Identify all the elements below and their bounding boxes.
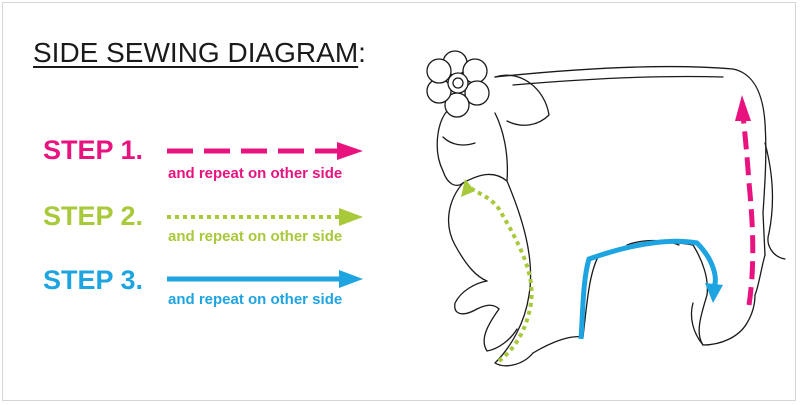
cow-tail-outline	[764, 142, 786, 260]
cow-front-leg-back	[494, 180, 534, 367]
cow-back-highlight	[512, 75, 724, 86]
diagram-title: SIDE SEWING DIAGRAM:	[33, 37, 366, 69]
step-1-label: STEP 1.	[43, 135, 144, 165]
step-2-seam-arrowhead	[461, 179, 475, 197]
diagram-title-text: SIDE SEWING DIAGRAM	[33, 37, 359, 68]
cow-face-outline	[436, 110, 509, 186]
cow-rear-outline	[754, 254, 766, 296]
diagram-title-suffix: :	[358, 37, 366, 68]
cow-front-hoof-left	[454, 280, 500, 315]
cow-chest-outline	[447, 182, 488, 282]
cow-front-hoof-right	[483, 308, 518, 352]
step-1-seam-arrowhead	[735, 95, 751, 121]
step-3-seam-arrowhead	[705, 283, 723, 303]
step-2-arrow-icon	[167, 208, 363, 226]
step-2-note: and repeat on other side	[168, 228, 343, 245]
cow-back-outline	[494, 65, 767, 256]
step-3-seam	[578, 238, 723, 340]
step-1-arrow-icon	[167, 142, 363, 160]
cow-hind-hoof	[690, 302, 704, 346]
step-3-label: STEP 3.	[43, 265, 144, 295]
flower-icon	[426, 50, 490, 118]
step-2-label: STEP 2.	[43, 201, 144, 231]
step-1-seam	[735, 95, 756, 306]
step-2-seam	[461, 179, 534, 363]
cow-ear-outline	[494, 74, 550, 126]
cow-sewing-figure	[426, 50, 786, 367]
diagram-frame: SIDE SEWING DIAGRAM: STEP 1. and repeat …	[2, 2, 796, 401]
cow-face-detail	[442, 136, 476, 146]
cow-belly-front	[532, 335, 584, 354]
cow-outline	[436, 65, 786, 367]
step-1-note: and repeat on other side	[168, 165, 343, 182]
step-3-arrow-icon	[167, 270, 363, 288]
step-3-note: and repeat on other side	[168, 291, 343, 308]
cow-hind-leg	[698, 294, 756, 346]
